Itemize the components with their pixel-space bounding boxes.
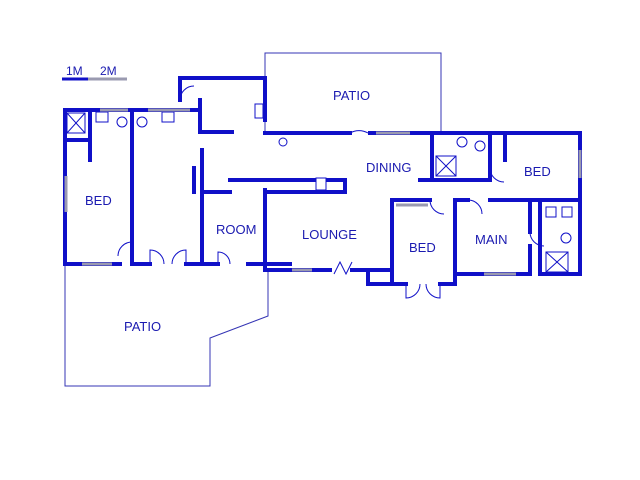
scale-label-1m: 1M <box>66 64 83 78</box>
sliding-door-icon <box>333 260 353 276</box>
door-icon <box>179 85 195 101</box>
room-label-lounge: LOUNGE <box>302 227 357 242</box>
door-icon <box>217 251 231 265</box>
toilet-icon <box>474 140 486 152</box>
door-icon <box>349 130 369 134</box>
door-icon <box>425 283 441 299</box>
sink-icon <box>254 103 264 119</box>
room-label-bed-center: BED <box>409 240 436 255</box>
room-label-dining: DINING <box>366 160 412 175</box>
room-label-patio-top: PATIO <box>333 88 371 103</box>
scale-label-2m: 2M <box>100 64 117 78</box>
toilet-icon <box>136 116 148 128</box>
room-label-room: ROOM <box>216 222 257 237</box>
door-icon <box>489 167 505 183</box>
door-icon <box>429 199 445 215</box>
basin-icon <box>161 111 175 123</box>
basin-icon <box>545 206 557 218</box>
door-icon <box>405 283 421 299</box>
basin-icon <box>456 136 468 148</box>
door-icon <box>117 241 133 257</box>
doors <box>117 85 545 299</box>
room-label-bed-right: BED <box>524 164 551 179</box>
toilet-icon <box>560 232 572 244</box>
fixtures <box>66 103 573 273</box>
basin-icon <box>95 111 109 123</box>
room-label-patio-bottom: PATIO <box>124 319 162 334</box>
room-label-main: MAIN <box>475 232 508 247</box>
door-icon <box>467 199 483 215</box>
stove-icon <box>315 177 327 191</box>
door-icon <box>149 249 165 265</box>
windows <box>64 108 582 276</box>
toilet-icon <box>116 116 128 128</box>
basin-icon <box>561 206 573 218</box>
room-label-bed-left: BED <box>85 193 112 208</box>
patio-bottom-outline <box>64 266 269 387</box>
door-icon <box>171 249 187 265</box>
basin-icon <box>278 137 288 147</box>
door-icon <box>529 231 545 247</box>
